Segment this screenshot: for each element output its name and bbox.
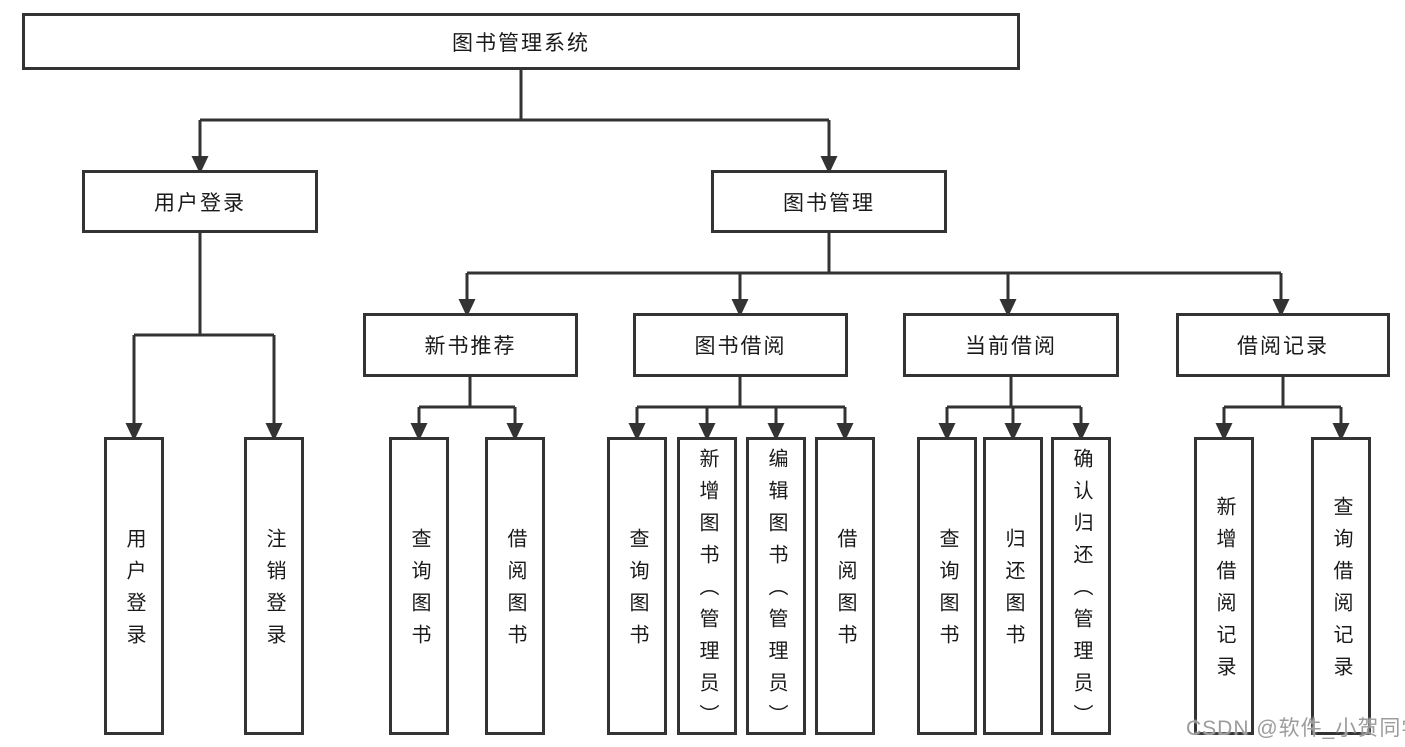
leaf-logout: 注销登录 <box>244 437 304 735</box>
node-new-book-recommendation: 新书推荐 <box>363 313 578 377</box>
leaf-query-books-recommend: 查询图书 <box>389 437 449 735</box>
node-label: 借阅记录 <box>1237 335 1329 358</box>
leaf-query-books-current: 查询图书 <box>917 437 977 735</box>
leaf-borrow-books: 借阅图书 <box>815 437 875 735</box>
leaf-query-borrow-record: 查询借阅记录 <box>1311 437 1371 735</box>
node-current-borrowing: 当前借阅 <box>903 313 1119 377</box>
node-label: 图书管理 <box>783 191 875 215</box>
leaf-label: 查询图书 <box>626 528 648 656</box>
csdn-watermark: CSDN @软件_小贺同学 <box>1186 717 1405 740</box>
leaf-user-login: 用户登录 <box>104 437 164 735</box>
leaf-confirm-return-admin: 确认归还（管理员） <box>1051 437 1111 736</box>
leaf-label: 查询图书 <box>936 528 958 656</box>
node-label: 用户登录 <box>154 191 246 215</box>
leaf-label: 确认归还（管理员） <box>1070 448 1092 736</box>
leaf-return-books: 归还图书 <box>983 437 1043 735</box>
leaf-edit-books-admin: 编辑图书（管理员） <box>746 437 806 736</box>
node-label: 当前借阅 <box>965 335 1057 358</box>
node-label: 新书推荐 <box>424 335 517 358</box>
leaf-label: 注销登录 <box>263 528 285 656</box>
leaf-label: 归还图书 <box>1002 528 1024 656</box>
leaf-label: 新增图书（管理员） <box>696 448 718 736</box>
leaf-label: 用户登录 <box>123 528 145 656</box>
node-user-login: 用户登录 <box>82 170 318 233</box>
node-label: 图书借阅 <box>694 335 787 358</box>
leaf-label: 编辑图书（管理员） <box>765 448 787 736</box>
leaf-add-borrow-record: 新增借阅记录 <box>1194 437 1254 735</box>
leaf-borrow-books-recommend: 借阅图书 <box>485 437 545 735</box>
node-book-management: 图书管理 <box>711 170 947 233</box>
node-library-management-system: 图书管理系统 <box>22 13 1020 70</box>
leaf-label: 查询图书 <box>408 528 430 656</box>
node-book-borrowing: 图书借阅 <box>633 313 848 377</box>
leaf-label: 查询借阅记录 <box>1330 496 1352 688</box>
leaf-query-books-borrow: 查询图书 <box>607 437 667 735</box>
leaf-label: 借阅图书 <box>504 528 526 656</box>
leaf-add-books-admin: 新增图书（管理员） <box>677 437 737 736</box>
node-borrowing-records: 借阅记录 <box>1176 313 1390 377</box>
leaf-label: 借阅图书 <box>834 528 856 656</box>
leaf-label: 新增借阅记录 <box>1213 496 1235 688</box>
node-label: 图书管理系统 <box>452 31 590 55</box>
